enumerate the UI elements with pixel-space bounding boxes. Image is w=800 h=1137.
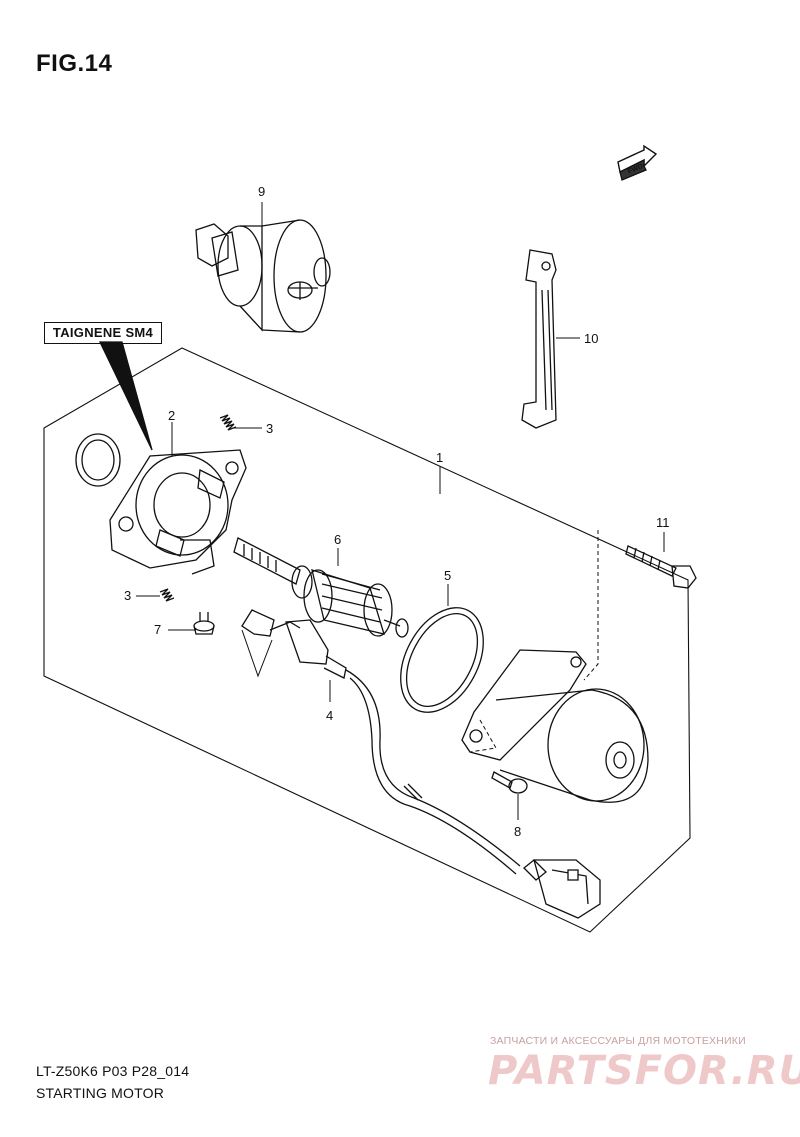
part-7-screw xyxy=(193,612,215,635)
part-6-armature xyxy=(233,537,409,638)
watermark-logo: PARTSFOR.RU xyxy=(488,1048,800,1094)
callout-8: 8 xyxy=(514,824,521,839)
callout-2: 2 xyxy=(168,408,175,423)
part-5-o-ring xyxy=(400,607,484,713)
callout-7: 7 xyxy=(154,622,161,637)
part-5-o-ring-inner xyxy=(405,613,479,707)
part-o-ring-small xyxy=(75,433,121,487)
part-1-motor-housing xyxy=(461,649,649,803)
part-2-brush-holder xyxy=(109,449,247,575)
diagram-name: STARTING MOTOR xyxy=(36,1085,165,1101)
part-9-starter-clutch xyxy=(195,219,331,333)
fwd-arrow-icon xyxy=(617,144,658,181)
part-11-bolt xyxy=(625,545,697,589)
figure-title: FIG.14 xyxy=(36,50,113,77)
diagram-code: LT-Z50K6 P03 P28_014 xyxy=(36,1063,190,1079)
callout-5: 5 xyxy=(444,568,451,583)
callout-9: 9 xyxy=(258,184,265,199)
part-4-lead-wire xyxy=(241,609,601,919)
callout-11: 11 xyxy=(656,515,670,530)
callout-10: 10 xyxy=(584,331,598,346)
watermark-tagline: ЗАПЧАСТИ И АКСЕССУАРЫ ДЛЯ МОТОТЕХНИКИ xyxy=(490,1035,746,1047)
callout-3-bottom: 3 xyxy=(124,588,131,603)
part-3-spring-top xyxy=(219,414,237,431)
part-3-spring-bottom xyxy=(159,588,175,602)
callout-4: 4 xyxy=(326,708,333,723)
leader-lines xyxy=(136,202,665,820)
part-10-strap xyxy=(521,249,557,429)
note-box-label: TAIGNENE SM4 xyxy=(44,322,162,344)
callout-3-top: 3 xyxy=(266,421,273,436)
note-pointer-arrow xyxy=(98,341,153,451)
part-8-screw xyxy=(491,771,528,794)
assembly-outline xyxy=(43,347,691,933)
part-o-ring-small-inner xyxy=(81,439,115,481)
callout-6: 6 xyxy=(334,532,341,547)
callout-1: 1 xyxy=(436,450,443,465)
